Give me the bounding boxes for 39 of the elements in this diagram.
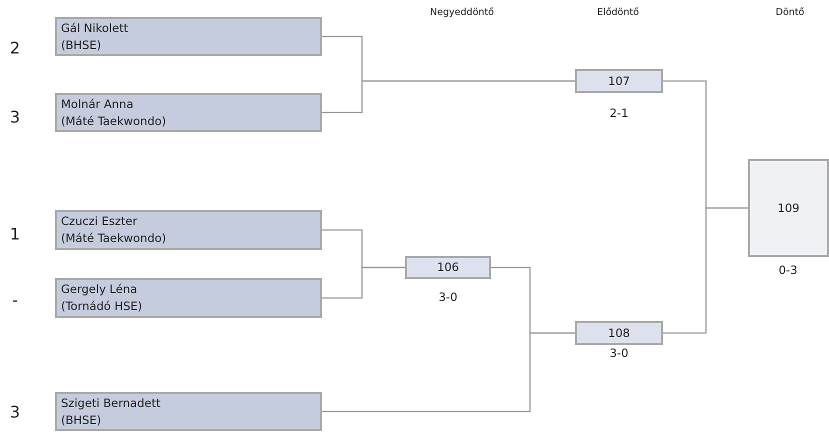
competitor-name: Czuczi Eszter — [61, 213, 138, 230]
seed-number: - — [12, 290, 18, 310]
competitor-name: Gál Nikolett — [61, 20, 128, 36]
round-heading: Negyeddöntő — [430, 7, 494, 18]
match-number: 107 — [608, 72, 630, 90]
match-score: 0-3 — [778, 263, 798, 277]
seed-number: 3 — [10, 108, 20, 126]
match-number: 109 — [778, 200, 800, 216]
seed-number: 3 — [10, 402, 20, 422]
match-score: 3-0 — [610, 346, 628, 360]
club-name: (Máté Taekwondo) — [61, 112, 166, 130]
bracket-line — [322, 332, 575, 412]
competitor-name: Gergely Léna — [61, 281, 138, 298]
match-box — [575, 69, 663, 93]
competitor-name: Molnár Anna — [61, 96, 134, 112]
match-score: 2-1 — [610, 106, 628, 120]
club-name: (BHSE) — [61, 412, 102, 428]
round-heading: Elődöntő — [597, 7, 639, 18]
match-box — [405, 256, 491, 279]
club-name: (Tornádó HSE) — [61, 298, 142, 315]
round-heading: Döntő — [776, 7, 804, 18]
competitor-box — [55, 392, 322, 431]
bracket-line — [663, 207, 748, 334]
match-score: 3-0 — [438, 290, 458, 304]
match-number: 106 — [437, 259, 459, 276]
match-box — [748, 159, 829, 257]
competitor-box — [55, 93, 322, 132]
club-name: (BHSE) — [61, 36, 102, 54]
competitor-name: Szigeti Bernadett — [61, 394, 160, 412]
seed-number: 1 — [10, 224, 20, 244]
competitor-box — [55, 17, 322, 56]
bracket-line — [322, 80, 575, 114]
competitor-box — [55, 278, 322, 318]
club-name: (Máté Taekwondo) — [61, 230, 166, 247]
match-number: 108 — [608, 324, 630, 342]
competitor-box — [55, 210, 322, 250]
seed-number: 2 — [10, 38, 20, 58]
match-box — [575, 321, 663, 345]
bracket-line — [322, 266, 405, 299]
